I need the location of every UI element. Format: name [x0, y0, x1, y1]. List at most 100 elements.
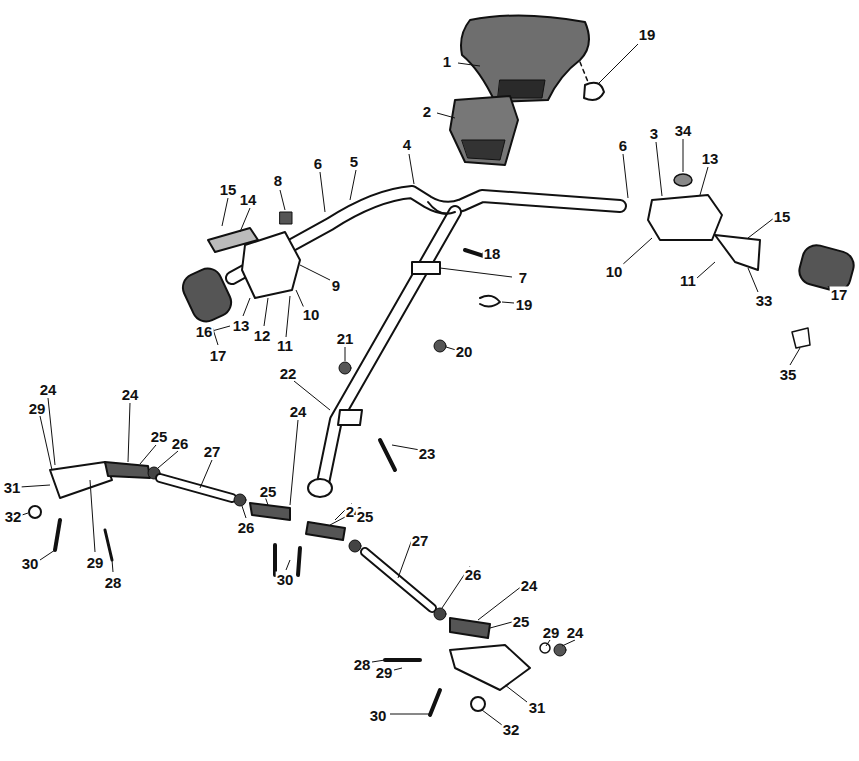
bolt	[55, 520, 60, 550]
callout-number: 13	[232, 318, 251, 333]
jam-nut	[349, 540, 361, 552]
leader-line	[505, 685, 527, 702]
tie-rod-outline	[365, 552, 432, 608]
callout-number: 15	[773, 209, 792, 224]
callout-number: 14	[239, 192, 258, 207]
callout-number: 22	[279, 366, 298, 381]
callout-number: 24	[39, 382, 58, 397]
callout-number: 31	[3, 480, 22, 495]
clip	[792, 328, 810, 348]
jam-nut	[234, 494, 246, 506]
steering-column	[322, 212, 455, 488]
callout-number: 27	[411, 533, 430, 548]
callout-number: 33	[755, 293, 774, 308]
bolt	[273, 545, 277, 575]
crossbar-pad	[450, 96, 518, 165]
column-outline	[322, 212, 455, 488]
callout-number: 11	[679, 273, 697, 288]
callout-number: 17	[830, 287, 849, 302]
callout-number: 29	[86, 555, 105, 570]
switch	[280, 212, 292, 224]
leader-line	[437, 113, 455, 118]
mount-bracket	[338, 410, 362, 425]
callout-number: 34	[674, 123, 693, 138]
leader-line	[240, 208, 250, 232]
callout-number: 20	[455, 344, 474, 359]
nut	[339, 362, 351, 374]
leader-line	[623, 154, 628, 198]
leader-line	[90, 480, 95, 552]
leader-line	[621, 238, 652, 266]
leader-line	[158, 451, 178, 468]
clip	[584, 83, 604, 100]
leader-line	[286, 296, 290, 337]
callout-number: 25	[512, 614, 531, 629]
leader-line	[222, 198, 228, 226]
callout-number: 2	[422, 104, 432, 119]
callout-number: 21	[336, 331, 355, 346]
leader-line	[409, 154, 414, 184]
bolt	[380, 440, 395, 470]
leader-line	[320, 172, 325, 212]
callout-number: 27	[203, 444, 222, 459]
leader-line	[546, 640, 550, 646]
callout-number: 25	[150, 429, 169, 444]
callout-number: 19	[638, 27, 657, 42]
leader-line	[280, 190, 285, 210]
mount-bracket	[412, 262, 440, 274]
leader-line	[748, 218, 774, 238]
leader-line	[20, 485, 50, 487]
pad-slot	[498, 80, 545, 98]
callout-number: 3	[649, 126, 659, 141]
column-joint	[428, 202, 455, 214]
callout-number: 6	[313, 156, 323, 171]
leader-line	[112, 560, 113, 572]
callout-number: 25	[356, 509, 375, 524]
leader-line	[286, 560, 290, 570]
callout-number: 32	[4, 509, 23, 524]
callout-number: 10	[605, 264, 624, 279]
leader-line	[350, 170, 356, 200]
steering-arm	[450, 645, 530, 690]
callout-number: 17	[209, 348, 228, 363]
leader-line	[264, 298, 268, 326]
callout-number: 30	[21, 556, 40, 571]
callout-number: 5	[349, 154, 359, 169]
clip	[480, 296, 500, 307]
leader-line	[128, 403, 130, 462]
bolt	[298, 548, 300, 575]
callout-number: 30	[369, 708, 388, 723]
callout-number: 1	[442, 54, 452, 69]
leader-line	[748, 268, 758, 292]
leader-line	[372, 660, 385, 662]
steering-arm	[50, 462, 112, 498]
rod-end	[105, 462, 150, 478]
switch-cap	[674, 174, 692, 186]
leader-line	[300, 265, 330, 280]
leader-line	[242, 506, 246, 518]
nut	[554, 644, 566, 656]
callout-number: 24	[121, 387, 140, 402]
callout-number: 9	[331, 278, 341, 293]
leader-line	[458, 63, 480, 66]
callout-number: 11	[276, 338, 294, 353]
leader-line	[243, 298, 250, 316]
tie-rod	[160, 478, 232, 498]
leader-line	[700, 167, 708, 195]
callout-number: 25	[259, 484, 278, 499]
leader-line	[697, 262, 715, 278]
callout-number: 24	[566, 625, 585, 640]
leader-line	[22, 513, 28, 515]
bolt	[430, 690, 440, 715]
leader-line	[656, 142, 662, 196]
callout-number: 13	[701, 151, 720, 166]
leader-line	[490, 622, 512, 628]
callout-number: 31	[528, 700, 547, 715]
callout-number: 29	[542, 625, 561, 640]
callout-number: 15	[219, 182, 238, 197]
callout-number: 29	[375, 665, 394, 680]
callout-number: 24	[289, 404, 308, 419]
leader-line	[482, 710, 502, 725]
rod-end	[450, 618, 490, 638]
